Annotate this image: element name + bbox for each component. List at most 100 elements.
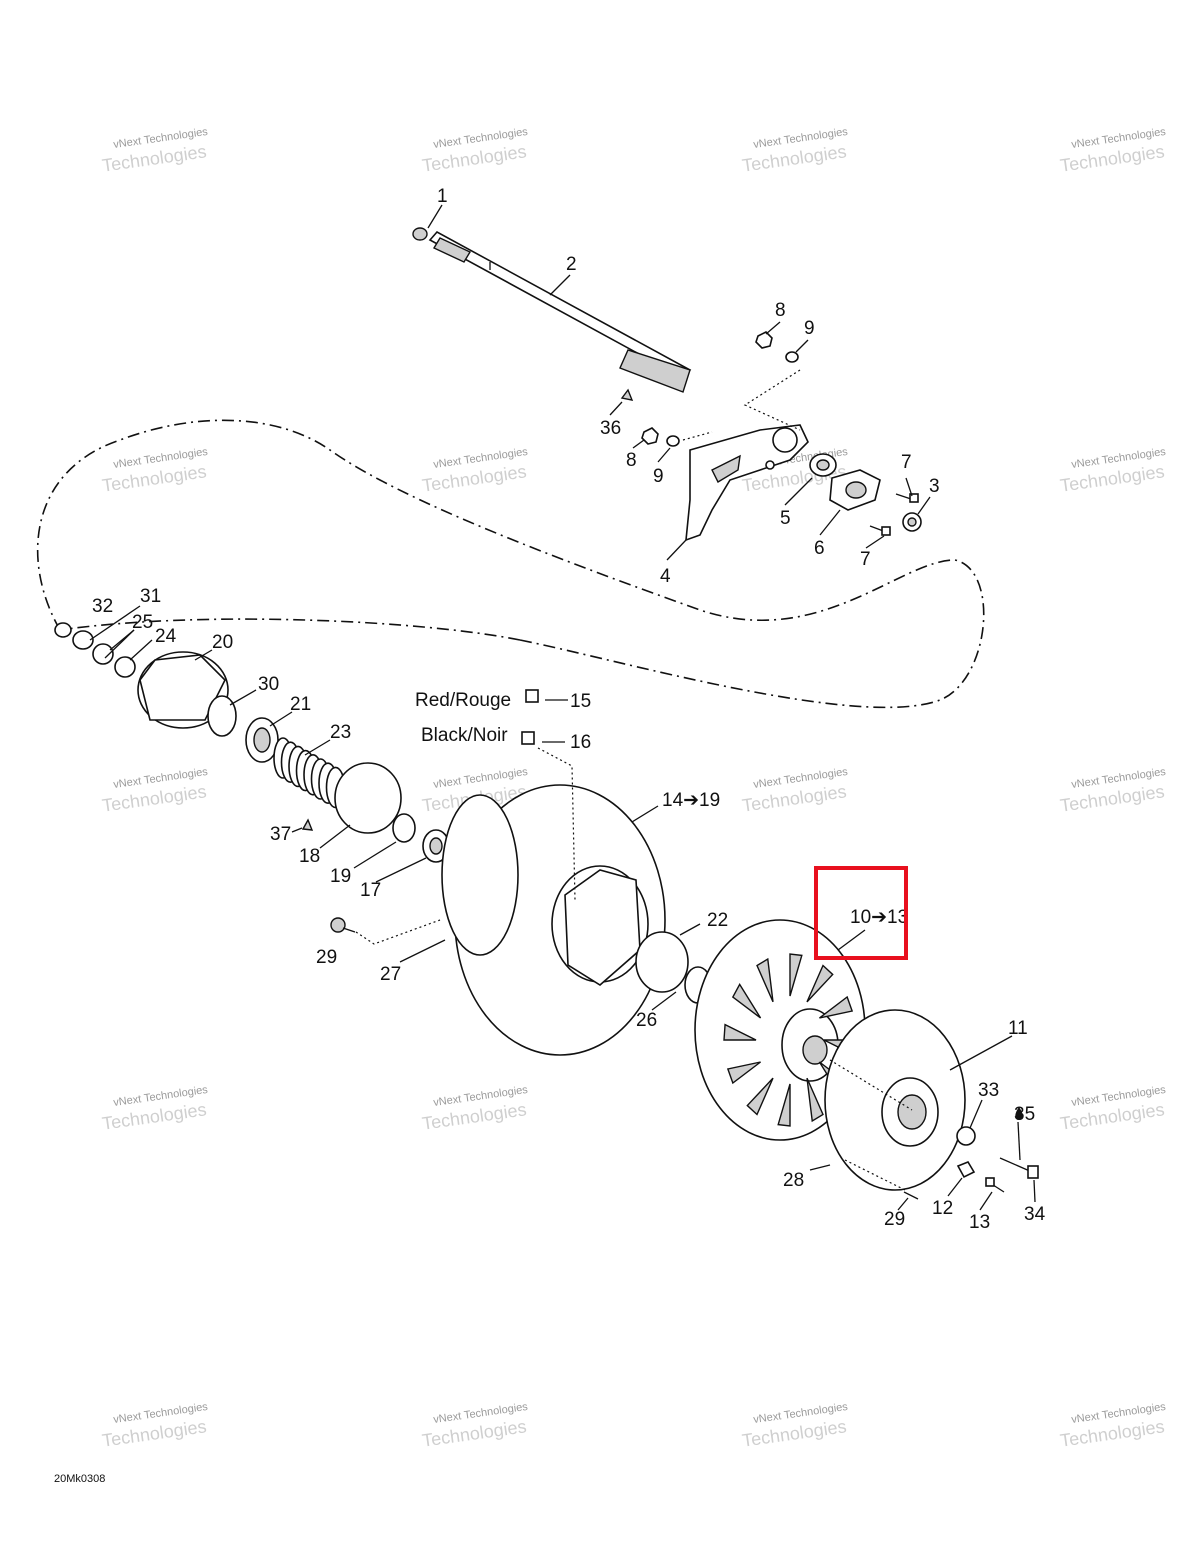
highlight-box xyxy=(814,866,908,960)
callout-25: 25 xyxy=(132,612,153,633)
spider-hub xyxy=(137,651,229,729)
callout-8-lower: 8 xyxy=(626,450,637,471)
callout-22: 22 xyxy=(707,910,728,931)
set-screw xyxy=(301,818,314,831)
washer-stack xyxy=(54,622,136,678)
sheave-plate xyxy=(441,794,519,956)
bolt-34 xyxy=(999,1157,1039,1179)
callout-14-19: 14➔19 xyxy=(662,790,720,811)
cooling-fin xyxy=(819,995,854,1019)
washer-33 xyxy=(956,1126,976,1146)
callout-5: 5 xyxy=(780,508,791,529)
callout-3: 3 xyxy=(929,476,940,497)
callout-26: 26 xyxy=(636,1010,657,1031)
callout-27: 27 xyxy=(380,964,401,985)
fixed-sheave xyxy=(694,919,866,1141)
callout-19: 19 xyxy=(330,866,351,887)
cooling-fin xyxy=(723,1023,757,1041)
callout-29-left: 29 xyxy=(316,947,337,968)
assembly-line-right xyxy=(829,1059,913,1191)
assembly-line-left xyxy=(355,919,441,945)
cooling-fin xyxy=(726,1061,761,1085)
callout-21: 21 xyxy=(290,694,311,715)
cooling-fin xyxy=(777,1083,791,1127)
callout-12: 12 xyxy=(932,1198,953,1219)
connector-red xyxy=(525,689,539,703)
callout-9-lower: 9 xyxy=(653,466,664,487)
drive-shaft xyxy=(428,230,692,393)
locking-collar xyxy=(902,512,922,532)
washer-22 xyxy=(635,931,689,993)
callout-7-lower: 7 xyxy=(860,549,871,570)
callout-11: 11 xyxy=(1008,1018,1028,1039)
callout-10-13: 10➔13 xyxy=(850,907,908,928)
callout-7-upper: 7 xyxy=(901,452,912,473)
color-note-black: Black/Noir xyxy=(421,725,508,746)
cooling-fin xyxy=(806,964,834,1003)
bearing-bracket xyxy=(685,424,809,542)
callout-33: 33 xyxy=(978,1080,999,1101)
callout-17: 17 xyxy=(360,880,381,901)
drawing-code: 20Mk0308 xyxy=(54,1473,105,1485)
grease-fitting xyxy=(620,388,634,401)
callout-32: 32 xyxy=(92,596,113,617)
lock-plate xyxy=(956,1161,976,1179)
callout-36: 36 xyxy=(600,418,621,439)
callout-30: 30 xyxy=(258,674,279,695)
callout-4: 4 xyxy=(660,566,671,587)
callout-15: 15 xyxy=(570,691,591,712)
callout-20: 20 xyxy=(212,632,233,653)
callout-31: 31 xyxy=(140,586,161,607)
callout-37: 37 xyxy=(270,824,291,845)
spring xyxy=(273,737,346,809)
callout-2: 2 xyxy=(566,254,577,275)
bearing-flange xyxy=(829,469,881,511)
callout-13: 13 xyxy=(969,1212,990,1233)
assembly-line-top xyxy=(682,369,801,441)
cooling-fin xyxy=(746,1077,774,1116)
callout-16: 16 xyxy=(570,732,591,753)
cooling-fin xyxy=(731,982,762,1019)
screw-left xyxy=(330,917,356,933)
callout-18: 18 xyxy=(299,846,320,867)
cooling-fin xyxy=(789,953,803,997)
color-note-red: Red/Rouge xyxy=(415,690,511,711)
screw-right xyxy=(903,1191,919,1200)
lubricant-drop-icon xyxy=(1015,1107,1023,1120)
shaft-end-cap xyxy=(412,227,428,241)
cooling-fin xyxy=(756,957,774,1003)
callout-8: 8 xyxy=(775,300,786,321)
callout-1: 1 xyxy=(437,186,448,207)
callout-28: 28 xyxy=(783,1170,804,1191)
flange-bolts xyxy=(869,493,919,536)
o-ring xyxy=(207,695,237,737)
callout-24: 24 xyxy=(155,626,177,647)
o-ring-small xyxy=(392,813,416,843)
callout-9: 9 xyxy=(804,318,815,339)
bolt-13 xyxy=(985,1177,1005,1193)
callout-34: 34 xyxy=(1024,1204,1046,1225)
callout-6: 6 xyxy=(814,538,825,559)
callout-29-right: 29 xyxy=(884,1209,905,1230)
nuts-washers xyxy=(641,331,799,447)
cover-ring xyxy=(334,762,402,834)
bearing xyxy=(809,453,837,477)
